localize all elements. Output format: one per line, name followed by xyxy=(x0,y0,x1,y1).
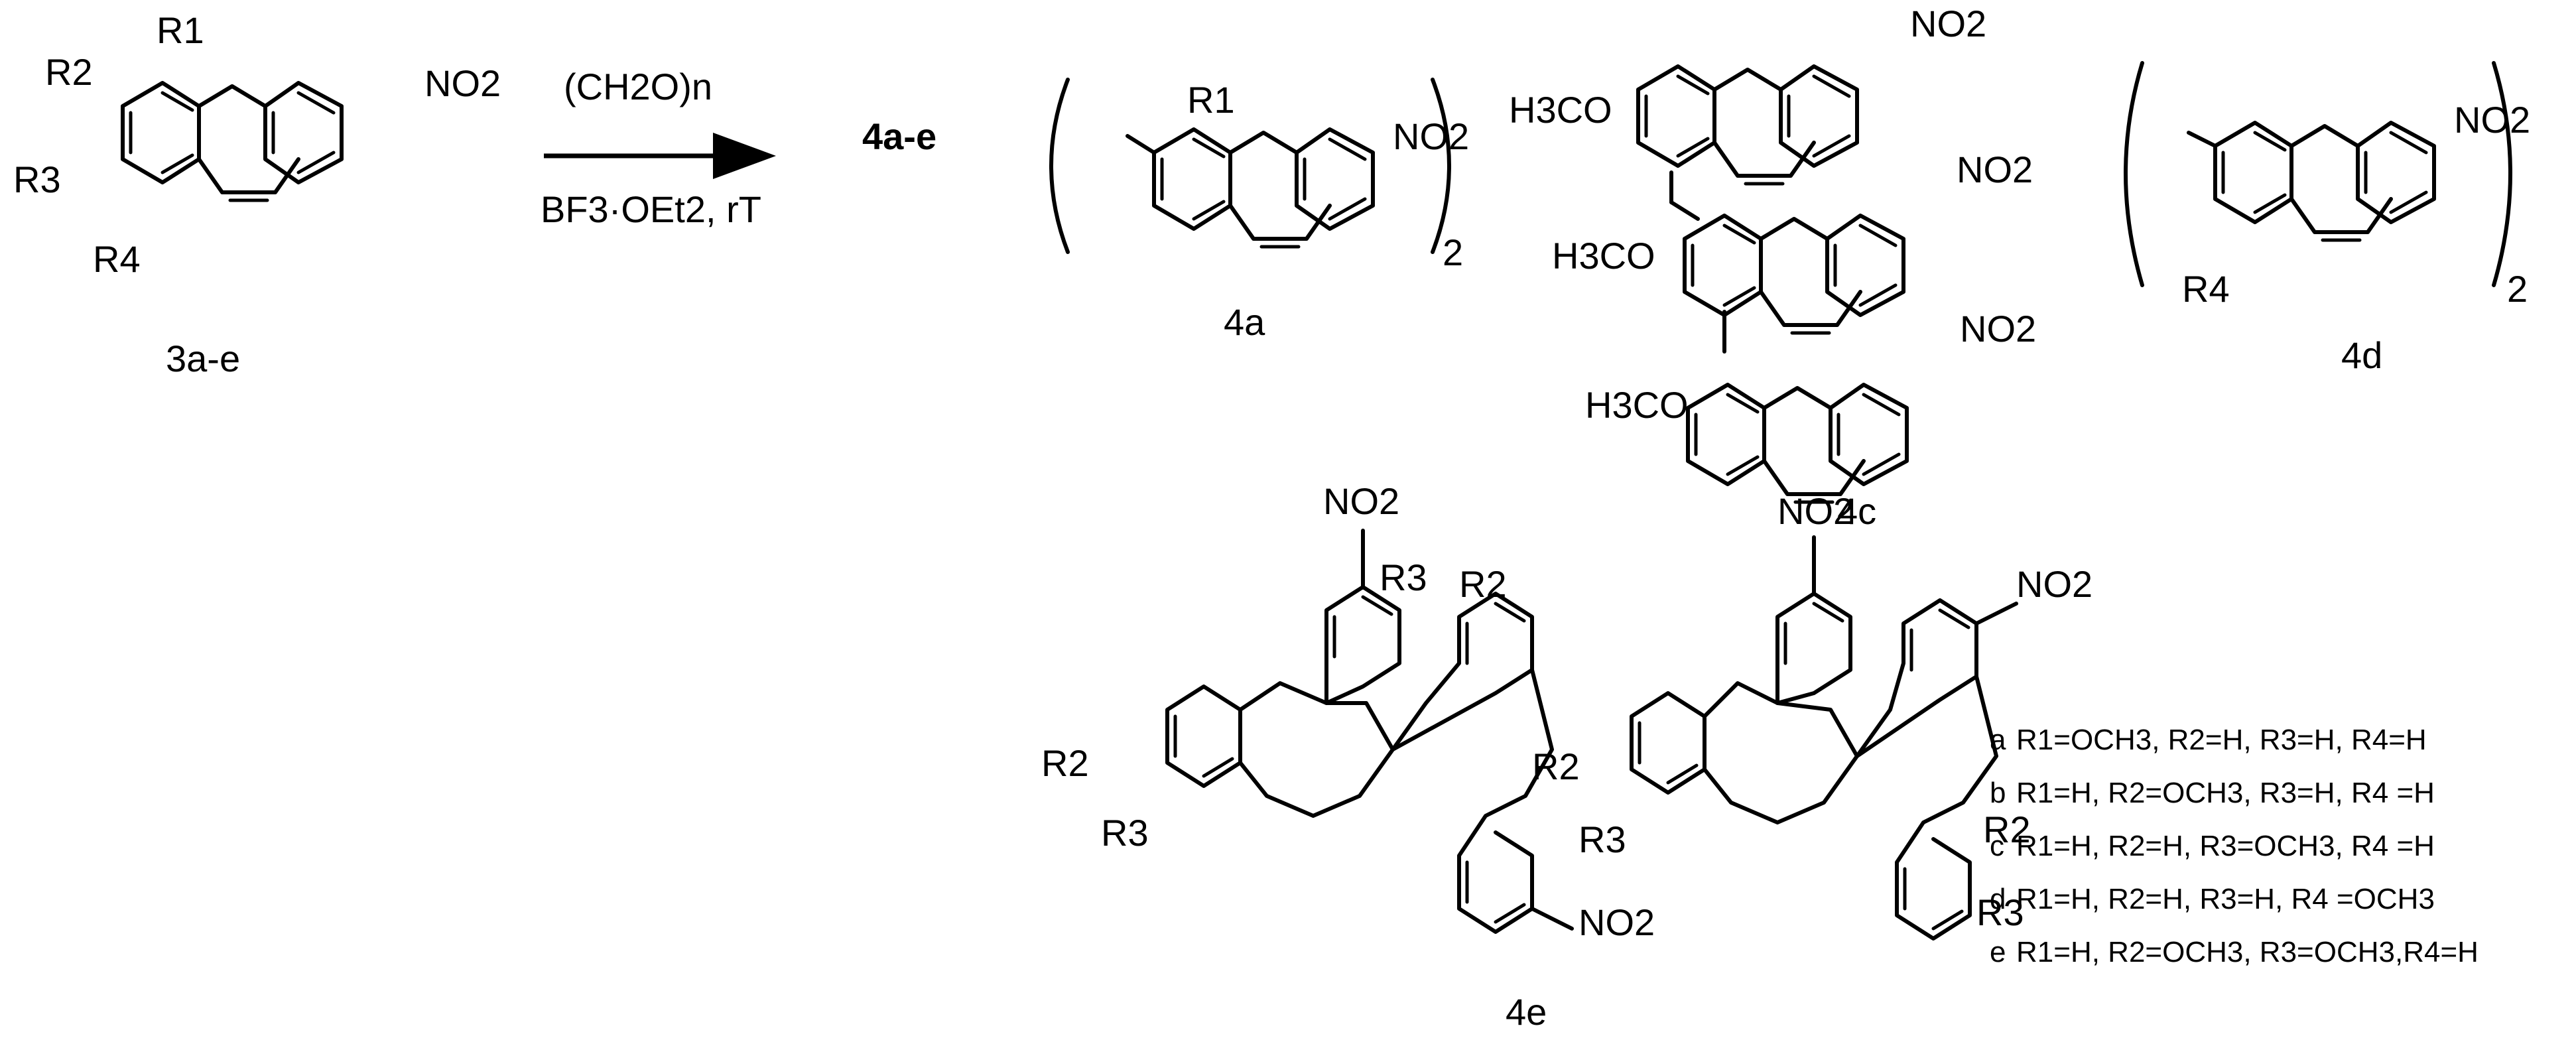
product-label: 4a-e xyxy=(862,115,936,157)
reactant-r3-label: R3 xyxy=(13,159,61,200)
product-4a-no2-label: NO2 xyxy=(1393,115,1469,157)
reactant-structure xyxy=(123,83,342,200)
reactant-no2-label: NO2 xyxy=(424,62,501,104)
product-4c-no2-2: NO2 xyxy=(1957,149,2033,190)
legend-text-b: R1=H, R2=OCH3, R3=H, R4 =H xyxy=(2016,777,2435,809)
product-4a-structure xyxy=(1049,78,1451,254)
legend-key-d: d xyxy=(1990,883,2006,915)
product-4c-structure xyxy=(1638,66,1907,502)
legend-text-e: R1=H, R2=OCH3, R3=OCH3,R4=H xyxy=(2016,936,2479,968)
product-4e-2-no2-top: NO2 xyxy=(1777,490,1854,532)
product-4d-no2-label: NO2 xyxy=(2454,99,2530,141)
product-4c-methoxy-3: H3CO xyxy=(1585,384,1689,426)
reagent-below: BF3·OEt2, rT xyxy=(541,188,761,230)
product-4d-multiplier: 2 xyxy=(2507,268,2528,310)
product-4c-no2-1: NO2 xyxy=(1910,3,1986,44)
product-4e-1-r2-left: R2 xyxy=(1041,742,1089,784)
legend-key-b: b xyxy=(1990,777,2006,809)
reactant-r4-label: R4 xyxy=(93,238,141,280)
product-4c-no2-3: NO2 xyxy=(1960,308,2036,350)
product-4e-1-r3: R3 xyxy=(1380,556,1427,598)
reactant-id: 3a-e xyxy=(166,338,240,379)
product-4e-isomer-2 xyxy=(1630,535,2018,941)
product-4c-methoxy-1: H3CO xyxy=(1509,89,1612,131)
reactant-r2-label: R2 xyxy=(45,51,93,93)
reaction-arrow xyxy=(544,133,776,179)
reactant-r1-label: R1 xyxy=(157,9,204,51)
legend-text-d: R1=H, R2=H, R3=H, R4 =OCH3 xyxy=(2016,883,2435,915)
product-4e-2-r3-left: R3 xyxy=(1578,818,1626,860)
product-4e-1-no2-top: NO2 xyxy=(1323,480,1399,522)
product-4c-methoxy-2: H3CO xyxy=(1552,235,1655,277)
product-4d-id: 4d xyxy=(2341,334,2382,376)
product-4e-1-r3-left: R3 xyxy=(1101,812,1149,854)
product-4e-id: 4e xyxy=(1506,991,1547,1033)
legend-key-a: a xyxy=(1990,724,2006,756)
legend-key-c: c xyxy=(1990,830,2004,862)
product-4e-2-no2-right: NO2 xyxy=(2016,563,2093,605)
legend-text-a: R1=OCH3, R2=H, R3=H, R4=H xyxy=(2016,724,2427,756)
product-4e-isomer-1 xyxy=(1165,529,1574,934)
product-4a-multiplier: 2 xyxy=(1443,231,1463,273)
product-4e-1-r2: R2 xyxy=(1459,563,1507,605)
product-4a-id: 4a xyxy=(1224,301,1265,343)
product-4d-r4-label: R4 xyxy=(2182,268,2230,310)
legend-key-e: e xyxy=(1990,936,2006,968)
legend-text-c: R1=H, R2=H, R3=OCH3, R4 =H xyxy=(2016,830,2435,862)
substituent-legend: a R1=OCH3, R2=H, R3=H, R4=H b R1=H, R2=O… xyxy=(1990,724,2479,968)
reagent-above: (CH2O)n xyxy=(564,66,712,107)
product-4d-structure xyxy=(2124,61,2512,287)
product-4e-2-r2-left: R2 xyxy=(1532,746,1580,787)
product-4e-2-r2-right: R2 xyxy=(1983,809,2031,850)
product-4a-r1-label: R1 xyxy=(1187,79,1235,121)
product-4c-id: 4c xyxy=(1837,490,1876,532)
product-4e-1-no2-bottom: NO2 xyxy=(1578,901,1655,943)
product-4e-2-r3-right: R3 xyxy=(1976,891,2024,933)
